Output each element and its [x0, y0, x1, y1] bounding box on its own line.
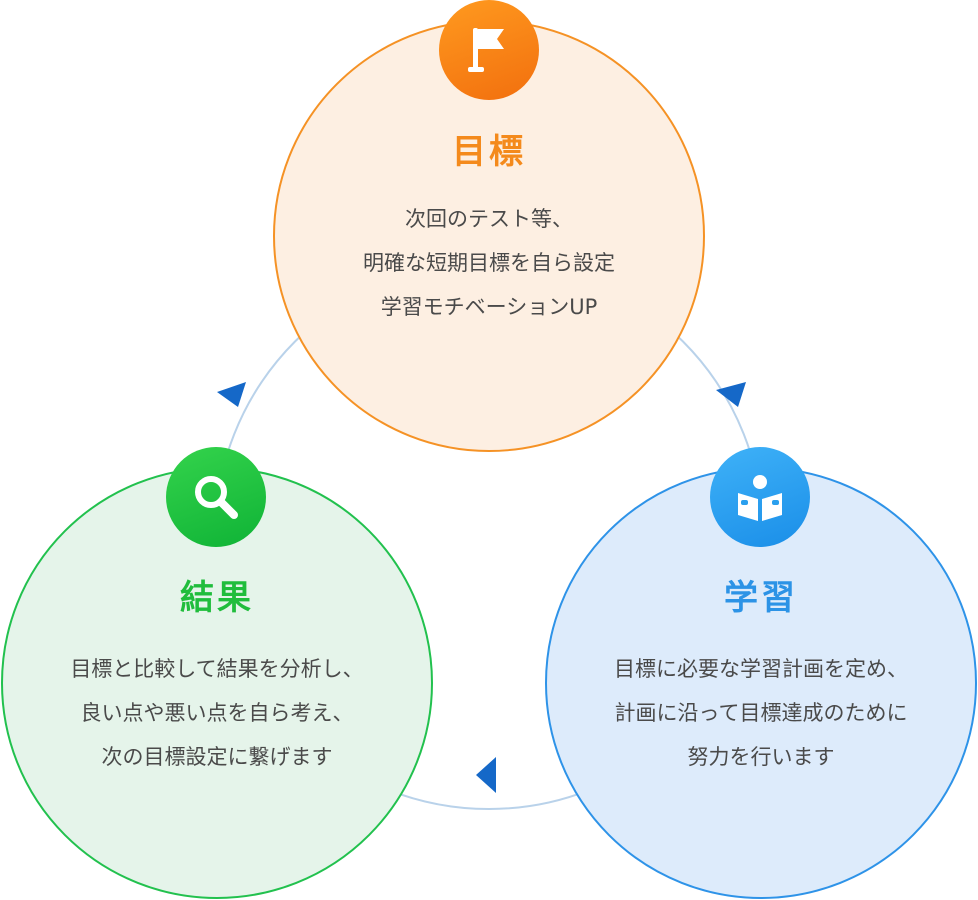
- result-line-3: 次の目標設定に繋げます: [101, 745, 333, 769]
- result-line-2: 良い点や悪い点を自ら考え、: [80, 701, 354, 725]
- goal-line-3: 学習モチベーションUP: [380, 295, 598, 319]
- arrow-goal-to-study: [716, 382, 746, 407]
- result-line-1: 目標と比較して結果を分析し、: [70, 657, 364, 681]
- magnifier-icon: [195, 476, 238, 519]
- reading-person-icon: [738, 475, 782, 521]
- result-badge: [166, 447, 266, 547]
- study-title: 学習: [724, 578, 798, 618]
- goal-title: 目標: [452, 132, 526, 172]
- study-line-2: 計画に沿って目標達成のために: [614, 701, 908, 725]
- arrow-study-to-result: [476, 757, 496, 793]
- study-line-3: 努力を行います: [687, 745, 835, 769]
- result-title: 結果: [180, 578, 254, 618]
- study-line-1: 目標に必要な学習計画を定め、: [614, 657, 908, 681]
- goal-badge: [439, 0, 539, 100]
- arrow-result-to-goal: [217, 382, 246, 407]
- goal-line-1: 次回のテスト等、: [405, 207, 573, 231]
- study-description: 目標に必要な学習計画を定め、 計画に沿って目標達成のために 努力を行います: [561, 647, 961, 779]
- goal-line-2: 明確な短期目標を自ら設定: [363, 251, 615, 275]
- goal-description: 次回のテスト等、 明確な短期目標を自ら設定 学習モチベーションUP: [289, 197, 689, 329]
- flag-icon: [468, 28, 504, 72]
- result-description: 目標と比較して結果を分析し、 良い点や悪い点を自ら考え、 次の目標設定に繋げます: [17, 647, 417, 779]
- study-badge: [710, 447, 810, 547]
